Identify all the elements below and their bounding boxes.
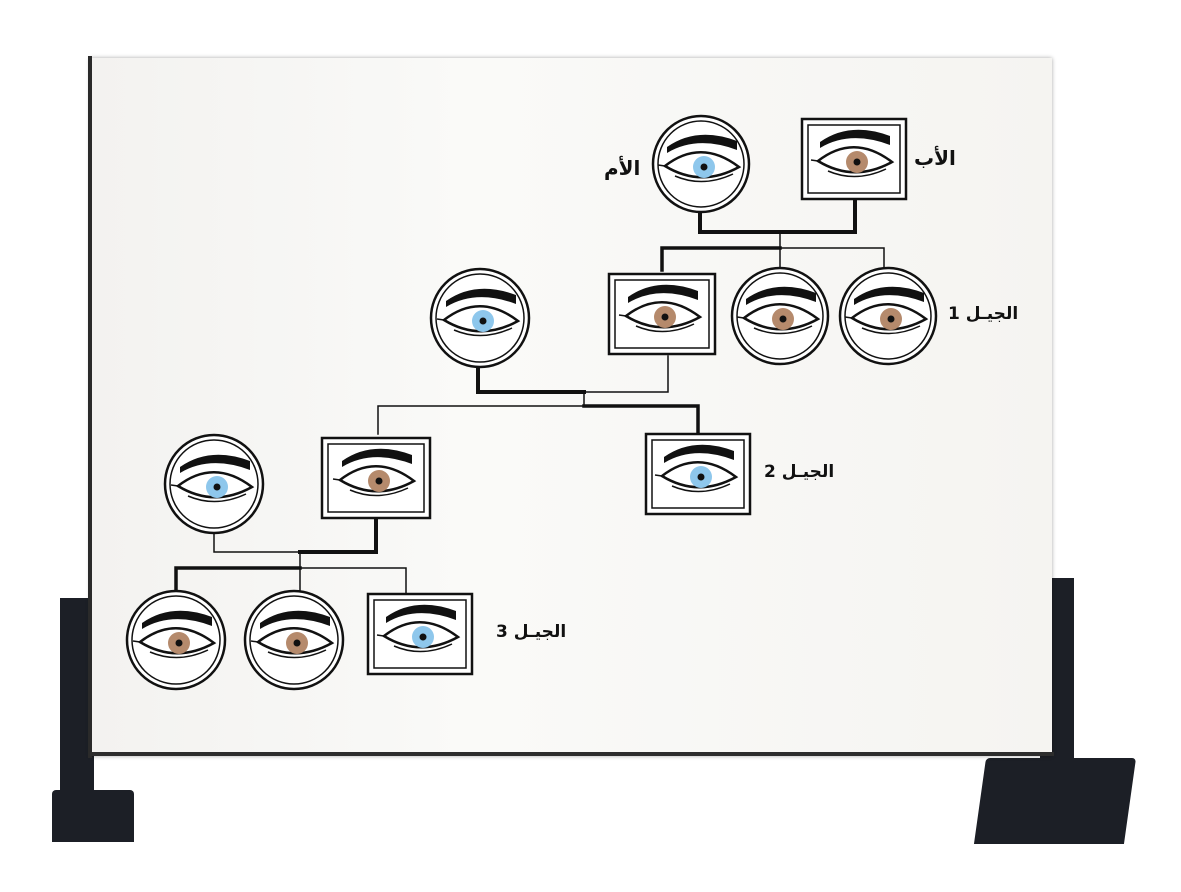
mother-label: الأم bbox=[604, 156, 641, 180]
whiteboard-left-edge bbox=[88, 56, 92, 758]
mother-symbol bbox=[651, 114, 751, 214]
gen3-son-symbol bbox=[366, 592, 474, 676]
gen2-spouse-symbol bbox=[163, 433, 265, 535]
gen2-son-symbol bbox=[644, 432, 752, 516]
gen2-son-symbol bbox=[320, 436, 432, 520]
father-label: الأب bbox=[914, 146, 956, 170]
gen1-son-symbol bbox=[607, 272, 717, 356]
whiteboard-bottom-edge bbox=[90, 752, 1054, 756]
father-symbol bbox=[800, 117, 908, 201]
gen1-daughter-symbol bbox=[730, 266, 830, 366]
generation-2-label: الجيـل 2 bbox=[764, 462, 835, 482]
gen1-spouse-symbol bbox=[429, 267, 531, 369]
gen3-daughter-symbol bbox=[125, 589, 227, 691]
stand-left-foot bbox=[52, 790, 134, 842]
generation-3-label: الجيـل 3 bbox=[496, 622, 567, 642]
gen1-daughter-symbol bbox=[838, 266, 938, 366]
gen3-daughter-symbol bbox=[243, 589, 345, 691]
pedigree-lines bbox=[174, 198, 885, 595]
generation-1-label: الجيـل 1 bbox=[948, 304, 1019, 324]
